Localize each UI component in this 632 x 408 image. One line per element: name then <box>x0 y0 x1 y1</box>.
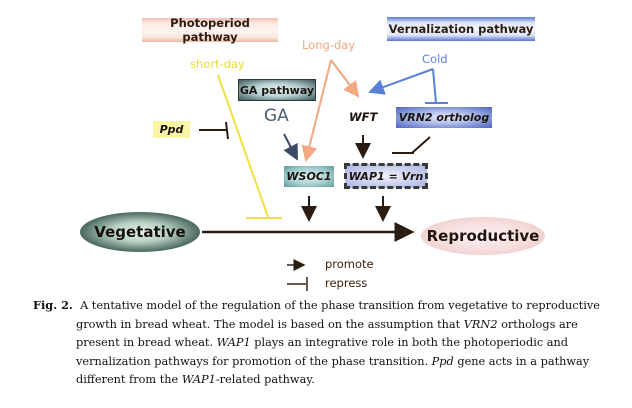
caption-line-3: present in bread wheat. WAP1 plays an in… <box>76 336 568 350</box>
long-day-to-wsoc1-line <box>301 59 332 162</box>
wap1-vrn-node: WAP1 = Vrn <box>344 163 428 189</box>
photoperiod-pathway-title: Photoperiod pathway <box>170 16 250 44</box>
reproductive-node: Reproductive <box>421 217 545 255</box>
ga-label: GA <box>264 106 289 126</box>
photoperiod-pathway-banner: Photoperiod pathway <box>142 16 278 44</box>
legend-promote-label: promote <box>325 257 374 271</box>
ppd-node: Ppd <box>153 121 190 138</box>
figure-label: Fig. 2. <box>33 298 73 312</box>
vegetative-node: Vegetative <box>80 212 200 252</box>
legend-repress-label: repress <box>325 276 368 290</box>
ppd-repress-bar <box>225 121 229 140</box>
short-day-repress-line <box>217 74 269 218</box>
vernalization-pathway-title: Vernalization pathway <box>388 22 534 36</box>
vrn2-ortholog-node: VRN2 ortholog <box>396 107 492 128</box>
vernalization-pathway-banner: Vernalization pathway <box>387 17 535 41</box>
ga-to-wsoc1-arrow <box>283 133 298 161</box>
vrn2-repress-wap1-line <box>411 136 431 154</box>
cold-to-wft-line <box>368 68 434 95</box>
ga-pathway-node: GA pathway <box>238 79 316 101</box>
long-day-label: Long-day <box>302 38 356 52</box>
cold-repress-vrn2-line <box>432 68 437 104</box>
short-day-label: short-day <box>190 57 245 71</box>
cold-label: Cold <box>422 52 448 66</box>
caption-line-4: vernalization pathways for promotion of … <box>76 354 590 368</box>
caption-line-2: growth in bread wheat. The model is base… <box>76 317 578 331</box>
figure-caption: Fig. 2. A tentative model of the regulat… <box>33 296 613 390</box>
connector-lines <box>199 59 448 291</box>
wsoc1-node: WSOC1 <box>284 166 334 187</box>
caption-line-1: Fig. 2. A tentative model of the regulat… <box>33 298 600 312</box>
caption-line-5: different from the WAP1-related pathway. <box>76 373 315 387</box>
wft-node: WFT <box>349 110 378 124</box>
long-day-to-wft-line <box>330 59 360 98</box>
